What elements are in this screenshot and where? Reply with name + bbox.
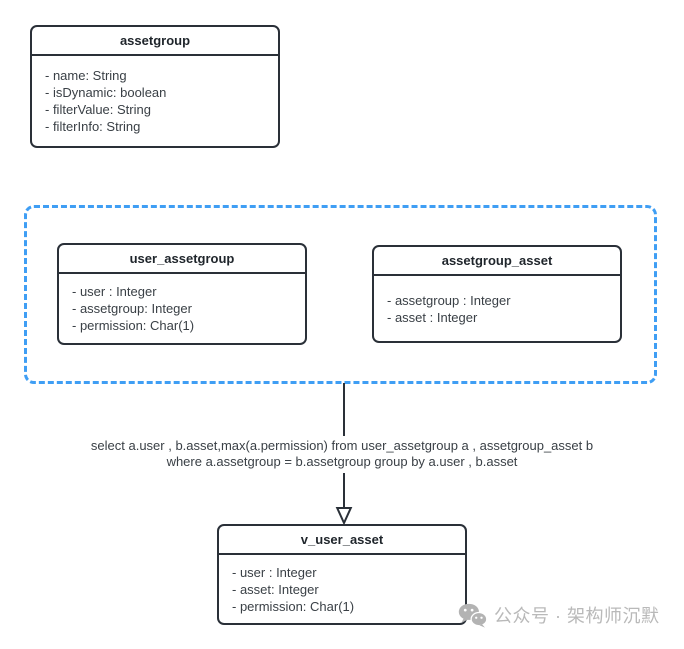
class-field: - filterInfo: String	[45, 119, 141, 134]
sql-annotation-line1: select a.user , b.asset,max(a.permission…	[90, 438, 594, 453]
watermark: 公众号 · 架构师沉默	[458, 602, 660, 628]
class-field: - assetgroup: Integer	[72, 301, 192, 316]
class-title: v_user_asset	[219, 526, 465, 555]
sql-annotation-line2: where a.assetgroup = b.assetgroup group …	[166, 454, 518, 469]
class-field: - assetgroup : Integer	[387, 292, 511, 308]
class-field: - asset : Integer	[387, 309, 478, 325]
wechat-icon	[458, 603, 487, 628]
class-field: - user : Integer	[232, 564, 317, 580]
class-field: - isDynamic: boolean	[45, 85, 167, 100]
class-fields: - user : Integer - asset: Integer - perm…	[219, 555, 465, 623]
class-title: assetgroup	[32, 27, 278, 56]
class-box-v-user-asset: v_user_asset - user : Integer - asset: I…	[217, 524, 467, 625]
class-field: - filterValue: String	[45, 102, 151, 117]
join-group-container	[24, 205, 657, 384]
class-fields: - user : Integer - assetgroup: Integer -…	[59, 274, 305, 343]
watermark-text: 公众号 · 架构师沉默	[494, 606, 660, 626]
class-field: - asset: Integer	[232, 581, 319, 597]
class-field: - name: String	[45, 68, 127, 83]
class-fields: - assetgroup : Integer - asset : Integer	[374, 276, 620, 341]
class-title: user_assetgroup	[59, 245, 305, 274]
class-fields: - name: String - isDynamic: boolean - fi…	[32, 56, 278, 146]
class-field: - permission: Char(1)	[232, 598, 355, 614]
class-box-assetgroup-asset: assetgroup_asset - assetgroup : Integer …	[372, 245, 622, 343]
class-field: - user : Integer	[72, 284, 157, 299]
class-title: assetgroup_asset	[374, 247, 620, 276]
sql-annotation: select a.user , b.asset,max(a.permission…	[42, 436, 642, 473]
class-box-assetgroup: assetgroup - name: String - isDynamic: b…	[30, 25, 280, 148]
class-box-user-assetgroup: user_assetgroup - user : Integer - asset…	[57, 243, 307, 345]
class-field: - permission: Char(1)	[72, 318, 195, 333]
